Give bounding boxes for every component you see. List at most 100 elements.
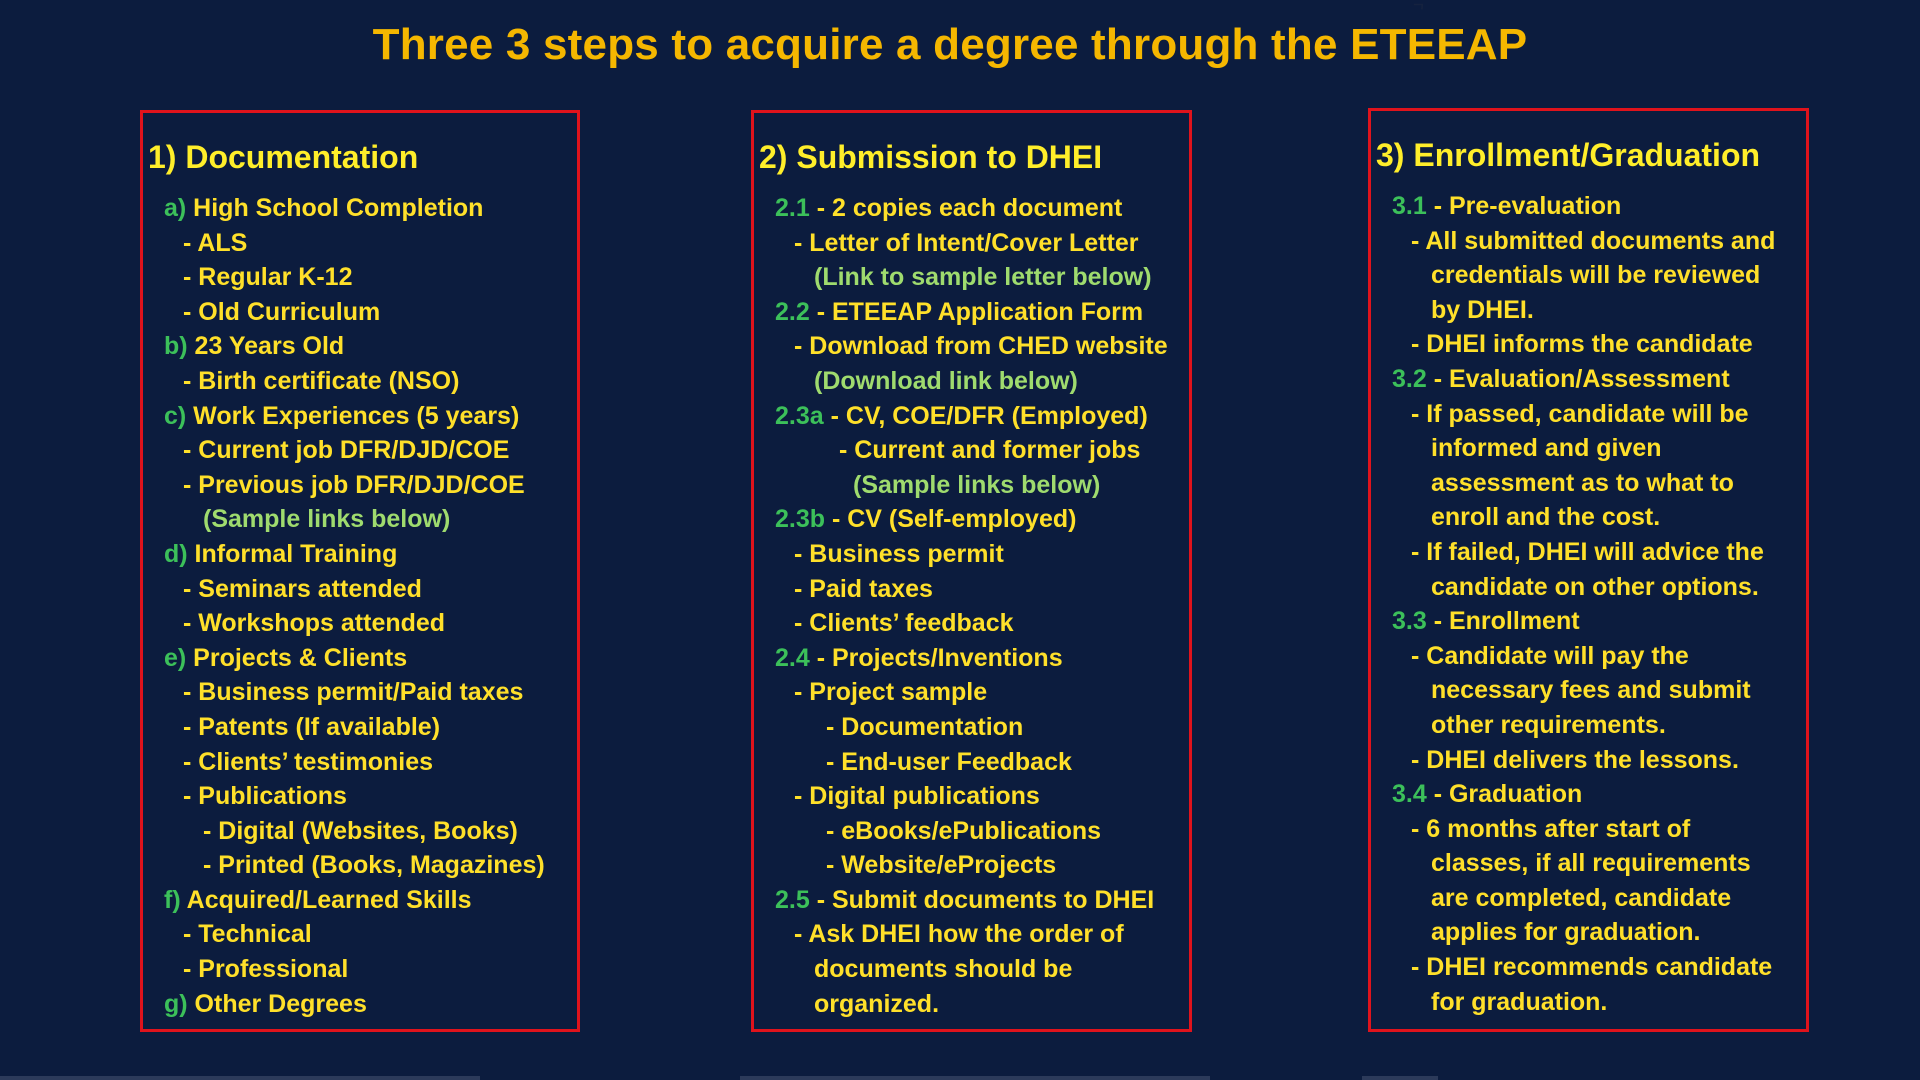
list-item: - Ask DHEI how the order of: [754, 917, 1168, 952]
list-item: - Letter of Intent/Cover Letter: [754, 226, 1168, 261]
list-item-text: - Current and former jobs: [839, 436, 1141, 465]
list-item-text: - Business permit: [794, 539, 1004, 568]
list-item-text: - DHEI recommends candidate: [1411, 953, 1773, 982]
list-item-marker: f): [164, 885, 181, 914]
link-note: (Sample links below): [203, 505, 451, 534]
list-item: - Clients’ feedback: [754, 606, 1168, 641]
list-item-text: - End-user Feedback: [826, 747, 1072, 776]
list-item: d) Informal Training: [143, 537, 545, 572]
list-item-text: documents should be: [814, 955, 1073, 984]
list-item: - Previous job DFR/DJD/COE: [143, 468, 545, 503]
list-item-text: - Documentation: [826, 712, 1024, 741]
list-item-text: for graduation.: [1431, 987, 1608, 1016]
list-item: documents should be: [754, 952, 1168, 987]
link-note: (Download link below): [814, 366, 1078, 395]
list-item: 2.2 - ETEEAP Application Form: [754, 295, 1168, 330]
bottom-divider-right: [1362, 1076, 1438, 1080]
list-item-text: candidate on other options.: [1431, 572, 1759, 601]
list-item-marker: c): [164, 401, 187, 430]
list-item-text: - Paid taxes: [794, 574, 933, 603]
list-item-text: - Regular K-12: [183, 263, 353, 292]
list-item-text: - Submit documents to DHEI: [809, 885, 1155, 914]
list-item: 3.3 - Enrollment: [1371, 604, 1775, 639]
list-item: (Download link below): [754, 364, 1168, 399]
list-item-text: - If failed, DHEI will advice the: [1411, 537, 1764, 566]
link-note: (Sample links below): [853, 470, 1101, 499]
list-item-text: - CV (Self-employed): [825, 505, 1077, 534]
list-item-text: - Digital (Websites, Books): [203, 816, 518, 845]
list-item: - Printed (Books, Magazines): [143, 848, 545, 883]
list-item: e) Projects & Clients: [143, 641, 545, 676]
list-item-text: - DHEI informs the candidate: [1411, 330, 1753, 359]
list-item: - DHEI informs the candidate: [1371, 327, 1775, 362]
list-item-text: organized.: [814, 989, 940, 1018]
list-item-text: - Previous job DFR/DJD/COE: [183, 470, 525, 499]
list-item: candidate on other options.: [1371, 570, 1775, 605]
submission-list: 2.1 - 2 copies each document- Letter of …: [754, 191, 1168, 1021]
list-item-text: - Evaluation/Assessment: [1426, 364, 1730, 393]
list-item: applies for graduation.: [1371, 915, 1775, 950]
list-item-text: - Pre-evaluation: [1426, 192, 1622, 220]
list-item-text: - Download from CHED website: [794, 332, 1168, 361]
list-item: - eBooks/ePublications: [754, 814, 1168, 849]
documentation-heading: 1) Documentation: [148, 139, 419, 175]
list-item: - Project sample: [754, 675, 1168, 710]
corner-mark: ᄀ: [1412, 2, 1425, 18]
list-item-text: - Birth certificate (NSO): [183, 366, 460, 395]
list-item-text: - Old Curriculum: [183, 297, 381, 326]
list-item-text: - eBooks/ePublications: [826, 816, 1102, 845]
list-item: - Professional: [143, 952, 545, 987]
list-item: - Regular K-12: [143, 260, 545, 295]
list-item: - Workshops attended: [143, 606, 545, 641]
list-item: credentials will be reviewed: [1371, 258, 1775, 293]
documentation-list: a) High School Completion- ALS- Regular …: [143, 191, 545, 1021]
list-item-marker: b): [164, 332, 188, 361]
list-item: g) Other Degrees: [143, 987, 545, 1022]
list-item: - Technical: [143, 917, 545, 952]
list-item: - Clients’ testimonies: [143, 745, 545, 780]
list-item-text: Informal Training: [187, 539, 398, 568]
list-item-text: - Business permit/Paid taxes: [183, 678, 524, 707]
list-item: (Sample links below): [143, 502, 545, 537]
list-item: 2.1 - 2 copies each document: [754, 191, 1168, 226]
list-item-text: classes, if all requirements: [1431, 849, 1751, 878]
enrollment-heading: 3) Enrollment/Graduation: [1376, 137, 1761, 173]
list-item: - Website/eProjects: [754, 848, 1168, 883]
list-item-text: Acquired/Learned Skills: [180, 885, 472, 914]
list-item: - Download from CHED website: [754, 329, 1168, 364]
list-item-marker: 3.1: [1392, 192, 1427, 220]
slide-title: Three 3 steps to acquire a degree throug…: [372, 20, 1528, 69]
list-item-text: - Candidate will pay the: [1411, 641, 1689, 670]
list-item: 3.1 - Pre-evaluation: [1371, 189, 1775, 224]
list-item-text: - 6 months after start of: [1411, 814, 1691, 843]
list-item-text: Work Experiences (5 years): [186, 401, 520, 430]
list-item: - Digital publications: [754, 779, 1168, 814]
list-item-text: - Projects/Inventions: [809, 643, 1063, 672]
list-item-text: - CV, COE/DFR (Employed): [823, 401, 1148, 430]
list-item-text: applies for graduation.: [1431, 918, 1701, 947]
link-note: (Link to sample letter below): [814, 263, 1152, 292]
list-item-text: - ETEEAP Application Form: [809, 297, 1144, 326]
list-item-text: - Project sample: [794, 678, 988, 707]
list-item-text: - Technical: [183, 920, 312, 949]
list-item: classes, if all requirements: [1371, 846, 1775, 881]
bottom-divider-middle: [740, 1076, 1210, 1080]
list-item-text: - Patents (If available): [183, 712, 441, 741]
list-item: - Business permit: [754, 537, 1168, 572]
list-item-text: - Letter of Intent/Cover Letter: [794, 228, 1139, 257]
list-item: - Seminars attended: [143, 572, 545, 607]
list-item-text: are completed, candidate: [1431, 883, 1732, 912]
list-item-marker: a): [164, 194, 187, 222]
list-item: - If failed, DHEI will advice the: [1371, 535, 1775, 570]
list-item-text: necessary fees and submit: [1431, 676, 1751, 705]
list-item: - Digital (Websites, Books): [143, 814, 545, 849]
list-item: - Candidate will pay the: [1371, 639, 1775, 674]
list-item-text: enroll and the cost.: [1431, 503, 1661, 532]
list-item: 2.4 - Projects/Inventions: [754, 641, 1168, 676]
list-item: (Sample links below): [754, 468, 1168, 503]
list-item: 2.3a - CV, COE/DFR (Employed): [754, 399, 1168, 434]
list-item: - Business permit/Paid taxes: [143, 675, 545, 710]
list-item: 3.2 - Evaluation/Assessment: [1371, 362, 1775, 397]
list-item-text: - Publications: [183, 782, 347, 811]
list-item-text: assessment as to what to: [1431, 468, 1734, 497]
